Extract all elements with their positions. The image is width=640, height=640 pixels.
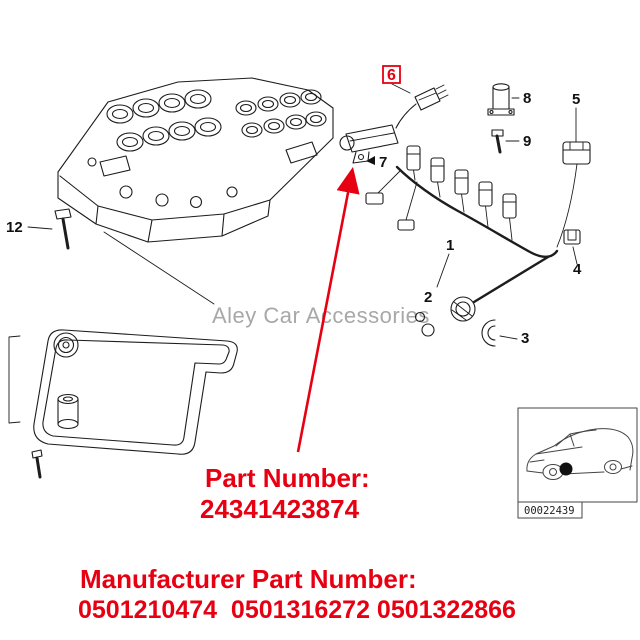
highlight-callout-6: 6 xyxy=(387,67,396,84)
round-connector-1-drawing xyxy=(436,253,476,322)
highlight-box-6 xyxy=(382,65,401,84)
callout-12: 12 xyxy=(6,219,23,236)
callout-3: 3 xyxy=(521,330,529,347)
o-rings-2-drawing xyxy=(414,311,435,337)
car-location-inset: 00022439 xyxy=(517,407,638,519)
location-dot xyxy=(559,462,573,476)
manufacturer-part-number-value: 0501210474 0501316272 0501322866 xyxy=(78,596,516,624)
bolt-12-drawing xyxy=(27,208,72,250)
connector-5-drawing xyxy=(556,107,591,248)
part-number-value: 24341423874 xyxy=(200,494,360,524)
bolt-9-drawing xyxy=(491,129,520,154)
callout-2: 2 xyxy=(424,289,432,306)
callout-4: 4 xyxy=(573,261,582,278)
valve-body-drawing xyxy=(57,77,334,305)
manufacturer-part-number-label: Manufacturer Part Number: xyxy=(80,564,417,594)
red-pointer-arrow xyxy=(296,166,360,453)
callout-8: 8 xyxy=(523,90,531,107)
solenoid-8-drawing xyxy=(487,83,520,116)
car-inset-code: 00022439 xyxy=(524,505,575,517)
clip-4-drawing xyxy=(563,229,581,265)
clamp-3-drawing xyxy=(481,319,518,347)
part-number-label: Part Number: xyxy=(205,463,370,493)
callout-5: 5 xyxy=(572,91,580,108)
oil-pan-gasket-drawing xyxy=(8,329,238,479)
car-sketch xyxy=(526,428,634,480)
car-inset-code-box xyxy=(517,501,583,519)
car-inset-frame xyxy=(517,407,638,503)
wiring-harness-drawing xyxy=(365,145,559,304)
callout-7-pointer xyxy=(366,156,375,165)
callout-9: 9 xyxy=(523,133,531,150)
callout-7: 7 xyxy=(379,154,387,171)
callout-1: 1 xyxy=(446,237,454,254)
speed-sensor-drawing xyxy=(339,83,449,164)
